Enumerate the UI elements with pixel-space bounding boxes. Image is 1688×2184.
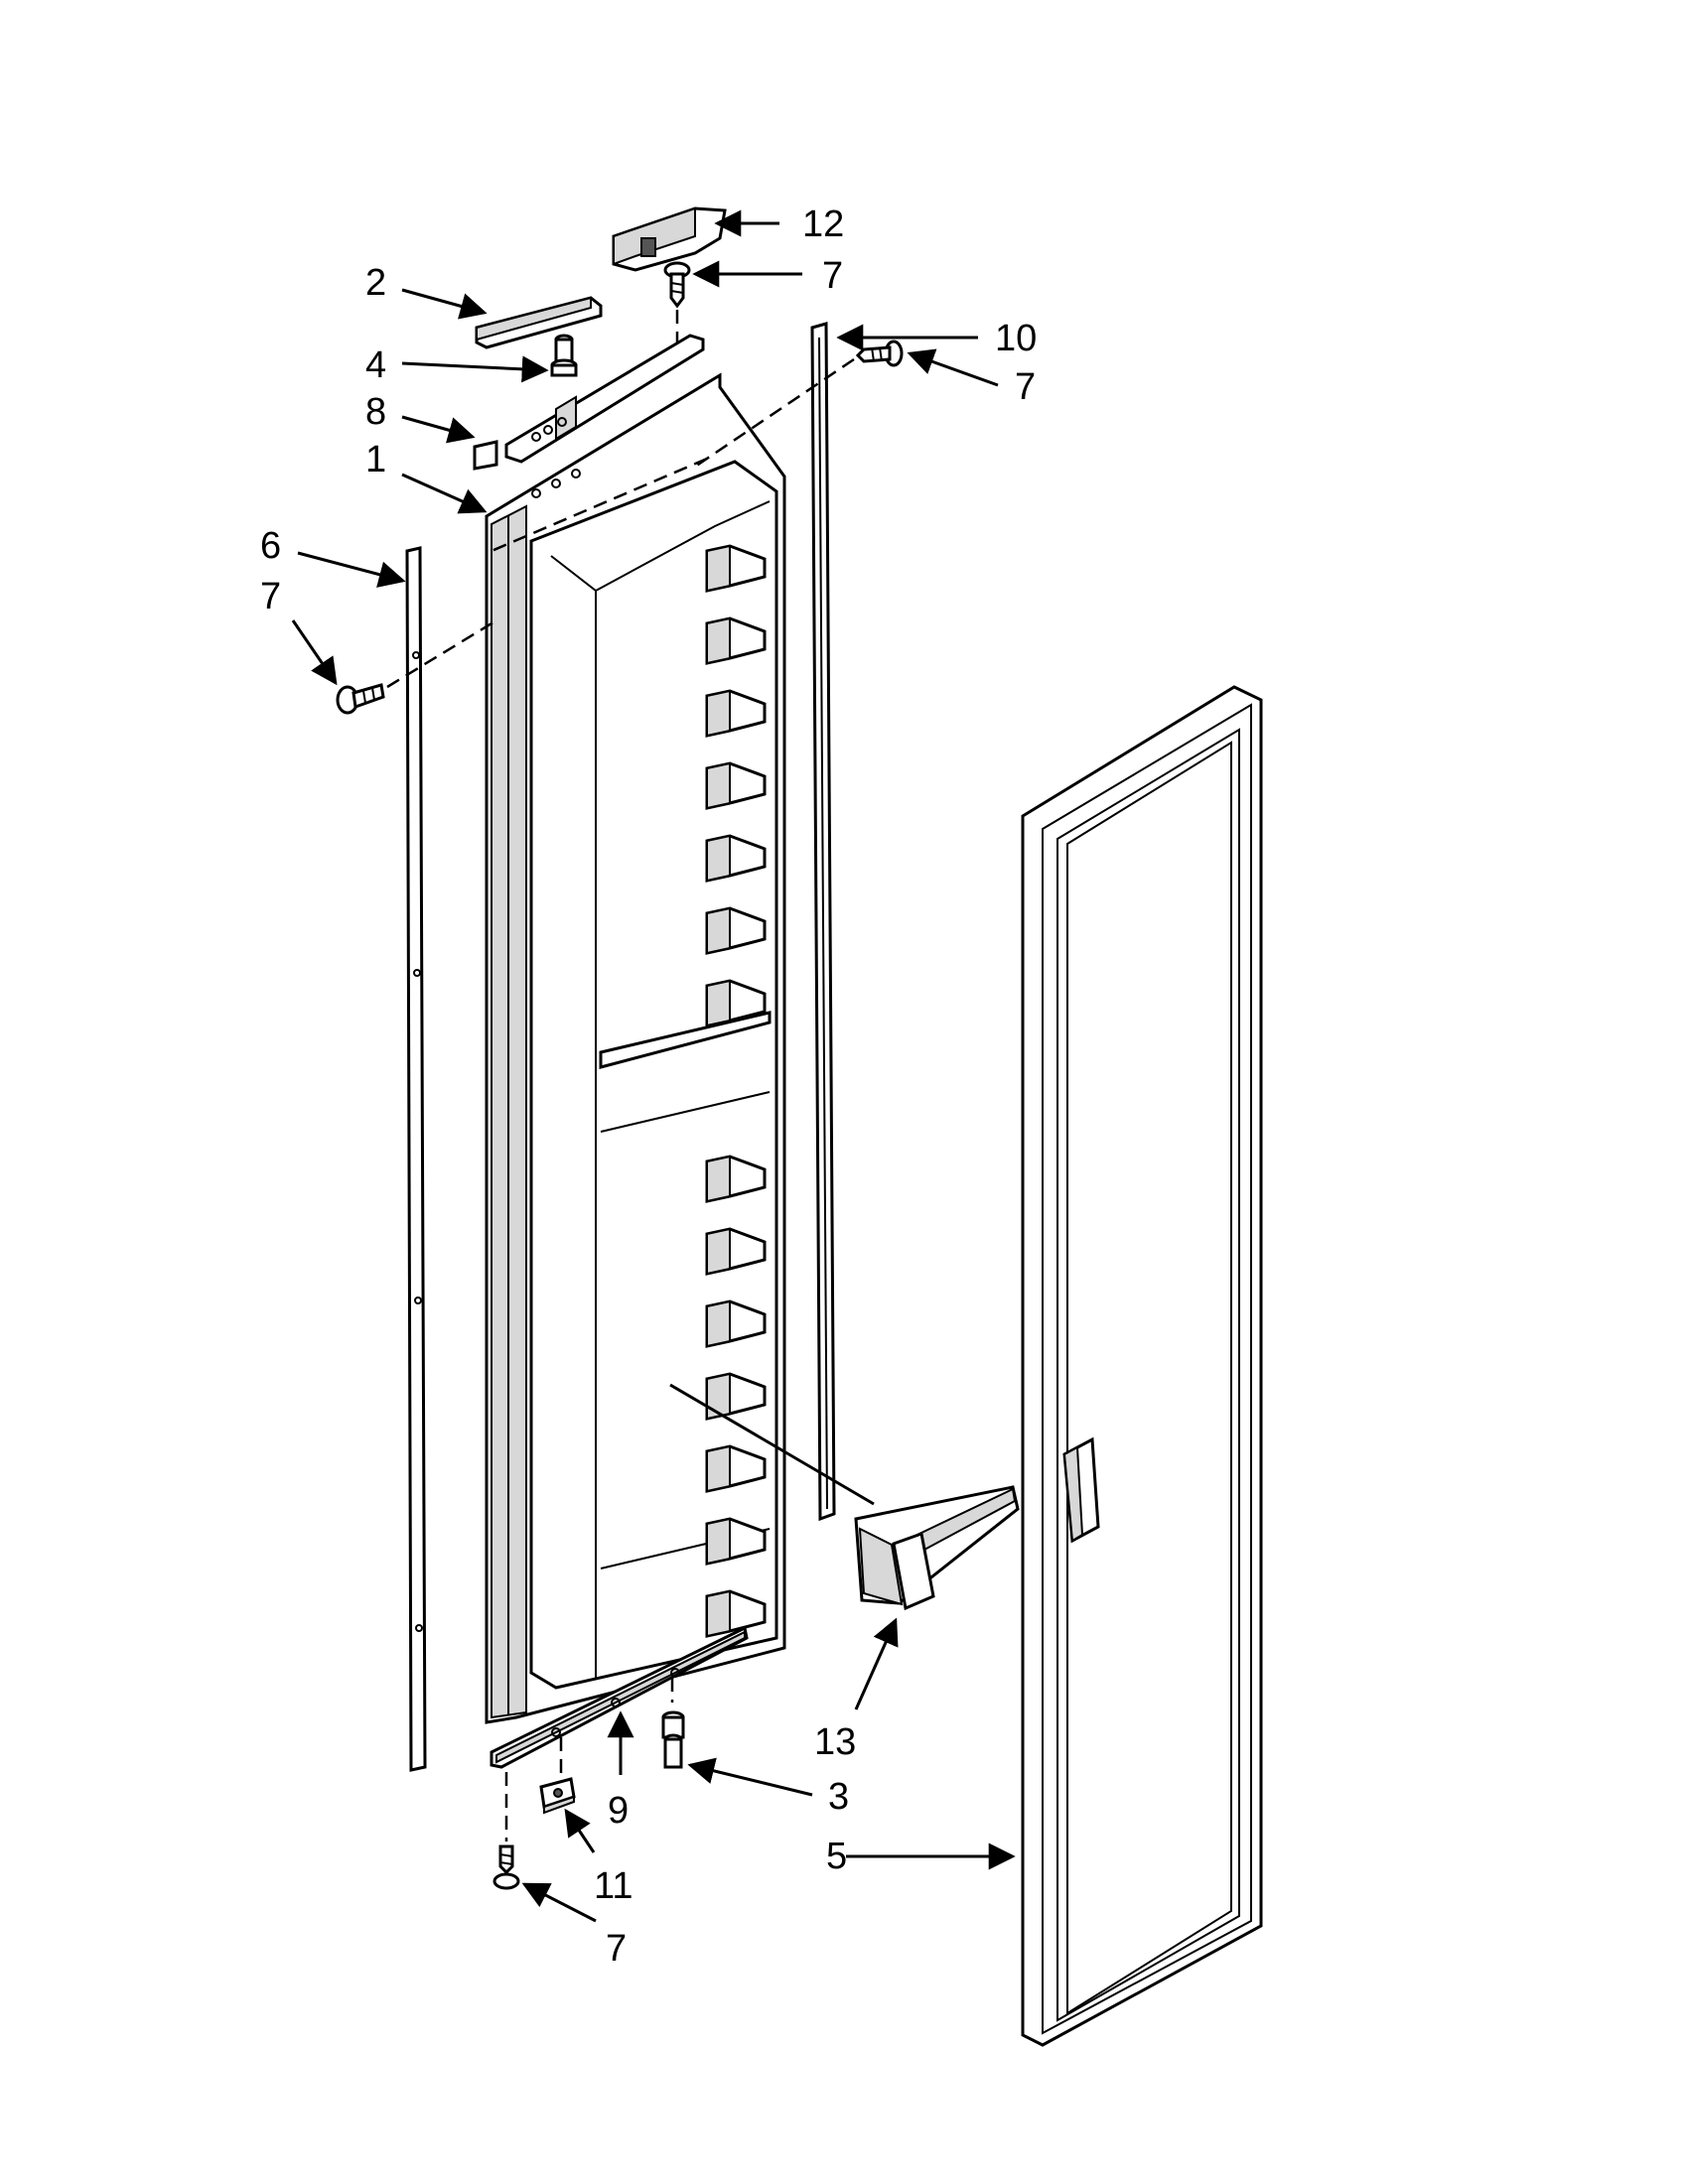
part-11-bracket [539,1777,576,1815]
part-2-trim [475,296,603,349]
part-13-handle-bar [854,1485,1020,1611]
part-1-bin-supports [705,544,767,1638]
bin-support-tab-side [706,1589,731,1638]
bin-support-tab-side [706,1227,731,1276]
part-3-hinge-pin [661,1710,685,1769]
bin-support-tab-side [706,1444,731,1493]
callout-7-bottom: 7 [606,1928,627,1970]
callout-13: 13 [814,1721,856,1763]
callout-5: 5 [826,1836,847,1877]
callout-10: 10 [995,318,1037,359]
callout-6: 6 [260,525,281,567]
callout-labels: 12 7 2 10 4 7 8 1 6 7 13 9 3 11 5 7 [260,204,1037,1970]
bin-support-tab-side [706,1517,731,1566]
leader-lines [291,209,1016,1923]
part-7-screw-left [336,683,385,715]
bin-support-tab-side [706,616,731,665]
callout-4: 4 [365,344,386,386]
part-7-screw-top [663,261,691,309]
callout-8: 8 [365,391,386,433]
callout-11: 11 [594,1865,633,1907]
part-8-shim [473,440,498,471]
part-12-hinge-cover [612,206,727,272]
bin-support-tab-side [706,906,731,955]
bin-support-tab-side [706,834,731,883]
part-4-hinge-pin [550,334,578,377]
bin-support-tab-side [706,1299,731,1348]
callout-7-top: 7 [822,255,843,297]
part-6-trim-strip [405,546,427,1772]
callout-9: 9 [608,1790,629,1832]
screw-guide-right [694,357,855,469]
top-hinge-bracket [504,334,705,464]
screw-guide-left [386,618,497,689]
callout-12: 12 [802,204,844,245]
callout-7-left: 7 [260,576,281,617]
callout-2: 2 [365,262,386,304]
part-5-outer-door [1021,685,1263,2047]
liner-guide-top [491,457,708,553]
part-9-bottom-hinge [490,1625,749,1769]
bin-support-tab-side [706,1155,731,1203]
callout-1: 1 [365,439,386,480]
callout-7-right: 7 [1015,366,1036,408]
bin-support-tab-side [706,979,731,1027]
part-10-trim-strip [810,322,836,1522]
handle-guide [669,1383,875,1506]
callout-3: 3 [828,1776,849,1818]
bin-support-tab-side [706,544,731,593]
part-7-screw-right [855,340,904,367]
bin-support-tab-side [706,761,731,810]
part-7-screw-bottom [492,1844,520,1890]
bin-support-tab-side [706,689,731,738]
